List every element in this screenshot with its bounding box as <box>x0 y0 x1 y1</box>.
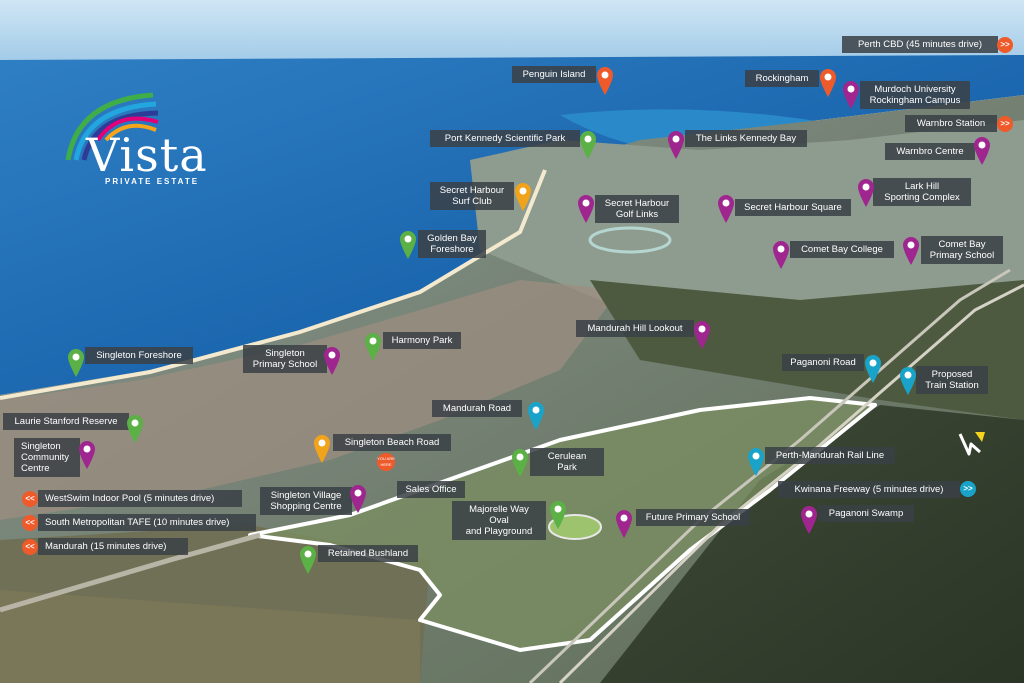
map-pin-icon[interactable] <box>772 240 790 270</box>
back-arrow-icon: << <box>22 539 38 555</box>
logo-subtitle: PRIVATE ESTATE <box>105 177 200 186</box>
map-pin-icon[interactable] <box>973 136 991 166</box>
label-comet-bay-primary: Comet Bay Primary School <box>921 236 1003 264</box>
label-penguin-island: Penguin Island <box>512 66 596 83</box>
label-singleton-community: Singleton Community Centre <box>14 438 80 477</box>
back-arrow-icon: << <box>22 491 38 507</box>
label-mandurah-hill: Mandurah Hill Lookout <box>576 320 694 337</box>
vista-rainbow-icon <box>65 92 159 161</box>
direction-mandurah: Mandurah (15 minutes drive) <box>38 538 188 555</box>
label-singleton-foreshore: Singleton Foreshore <box>85 347 193 364</box>
map-pin-icon[interactable] <box>800 505 818 535</box>
map-pin-icon[interactable] <box>349 484 367 514</box>
label-rockingham: Rockingham <box>745 70 819 87</box>
label-cerulean-park: Cerulean Park <box>530 448 604 476</box>
logo-title: Vista <box>86 128 208 182</box>
map-pin-icon[interactable] <box>842 80 860 110</box>
label-links-kennedy-bay: The Links Kennedy Bay <box>685 130 807 147</box>
direction-label: Kwinana Freeway (5 minutes drive) <box>794 484 944 495</box>
map-pin-icon[interactable] <box>126 414 144 444</box>
map-pin-icon[interactable] <box>549 500 567 530</box>
label-sales-office: Sales Office <box>397 481 465 498</box>
map-pin-icon[interactable] <box>527 401 545 431</box>
label-singleton-village: Singleton Village Shopping Centre <box>260 487 352 515</box>
label-lark-hill: Lark Hill Sporting Complex <box>873 178 971 206</box>
map-pin-icon[interactable] <box>514 182 532 212</box>
label-comet-bay-college: Comet Bay College <box>790 241 894 258</box>
label-mandurah-road: Mandurah Road <box>432 400 522 417</box>
map-pin-icon[interactable] <box>899 366 917 396</box>
map-pin-icon[interactable] <box>667 130 685 160</box>
direction-kwinana-freeway: Kwinana Freeway (5 minutes drive) <box>778 481 960 498</box>
label-paganoni-road: Paganoni Road <box>782 354 864 371</box>
map-pin-icon[interactable] <box>747 447 765 477</box>
label-rail-line: Perth-Mandurah Rail Line <box>765 447 895 464</box>
label-singleton-primary: Singleton Primary School <box>243 345 327 373</box>
label-future-primary: Future Primary School <box>636 509 750 526</box>
map-pin-icon[interactable] <box>717 194 735 224</box>
forward-arrow-icon: >> <box>997 37 1013 53</box>
label-murdoch-university: Murdoch University Rockingham Campus <box>860 81 970 109</box>
label-majorelle-way: Majorelle Way Oval and Playground <box>452 501 546 540</box>
label-secret-harbour-square: Secret Harbour Square <box>735 199 851 216</box>
north-arrow-icon <box>958 432 985 456</box>
map-pin-icon[interactable] <box>299 545 317 575</box>
direction-tafe: South Metropolitan TAFE (10 minutes driv… <box>38 514 256 531</box>
sales-office-badge[interactable]: YOU ARE HERE <box>377 453 395 471</box>
forward-arrow-icon: >> <box>960 481 976 497</box>
label-warnbro-centre: Warnbro Centre <box>885 143 975 160</box>
forward-arrow-icon: >> <box>997 116 1013 132</box>
map-pin-icon[interactable] <box>864 354 882 384</box>
map-pin-icon[interactable] <box>399 230 417 260</box>
label-proposed-train-station: Proposed Train Station <box>916 366 988 394</box>
direction-perth-cbd: Perth CBD (45 minutes drive) <box>842 36 998 53</box>
map-pin-icon[interactable] <box>819 68 837 98</box>
label-harmony-park: Harmony Park <box>383 332 461 349</box>
direction-label: Perth CBD (45 minutes drive) <box>857 39 983 50</box>
map-pin-icon[interactable] <box>323 346 341 376</box>
map-pin-icon[interactable] <box>313 434 331 464</box>
label-paganoni-swamp: Paganoni Swamp <box>818 505 914 522</box>
label-secret-harbour-surf: Secret Harbour Surf Club <box>430 182 514 210</box>
label-singleton-beach-road: Singleton Beach Road <box>333 434 451 451</box>
label-golden-bay: Golden Bay Foreshore <box>418 230 486 258</box>
label-retained-bushland: Retained Bushland <box>318 545 418 562</box>
map-pin-icon[interactable] <box>615 509 633 539</box>
map-pin-icon[interactable] <box>364 332 382 362</box>
map-pin-icon[interactable] <box>693 320 711 350</box>
direction-westswim: WestSwim Indoor Pool (5 minutes drive) <box>38 490 242 507</box>
map-pin-icon[interactable] <box>579 130 597 160</box>
map-pin-icon[interactable] <box>902 236 920 266</box>
direction-label: Mandurah (15 minutes drive) <box>45 541 167 552</box>
direction-label: WestSwim Indoor Pool (5 minutes drive) <box>45 493 215 504</box>
direction-label: South Metropolitan TAFE (10 minutes driv… <box>45 517 230 528</box>
map-pin-icon[interactable] <box>511 448 529 478</box>
back-arrow-icon: << <box>22 515 38 531</box>
label-laurie-stanford: Laurie Stanford Reserve <box>3 413 129 430</box>
label-port-kennedy: Port Kennedy Scientific Park <box>430 130 580 147</box>
map-pin-icon[interactable] <box>67 348 85 378</box>
direction-label: Warnbro Station <box>916 118 986 129</box>
map-pin-icon[interactable] <box>78 440 96 470</box>
map-pin-icon[interactable] <box>596 66 614 96</box>
direction-warnbro-station: Warnbro Station <box>905 115 997 132</box>
map-pin-icon[interactable] <box>577 194 595 224</box>
label-secret-harbour-golf: Secret Harbour Golf Links <box>595 195 679 223</box>
map-pin-icon[interactable] <box>857 178 875 208</box>
